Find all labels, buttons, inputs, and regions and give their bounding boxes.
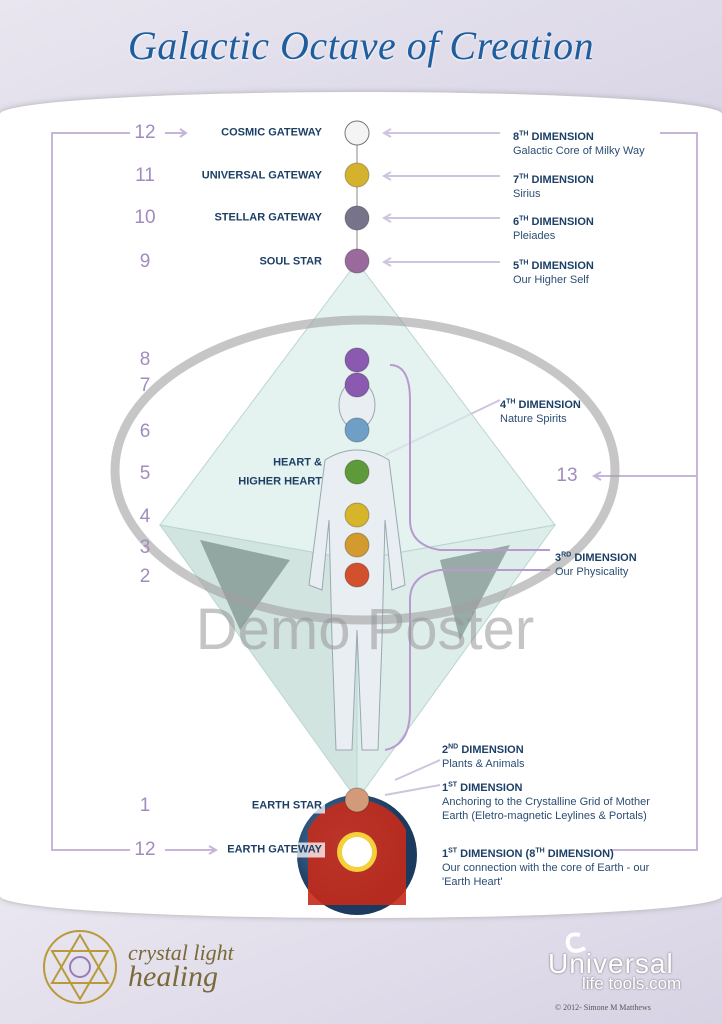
dimension-description: Nature Spirits — [500, 412, 567, 425]
left-bracket-line — [51, 132, 130, 851]
right-bracket-line — [610, 132, 698, 851]
chakra-sphere — [344, 502, 370, 528]
earth-globe — [297, 795, 417, 915]
universal-life-tools-brand: Universal life tools.com — [548, 948, 681, 994]
crystal-light-healing-logo — [43, 930, 117, 1004]
label-higher-heart: HIGHER HEART — [238, 475, 322, 488]
chakra-sphere — [344, 205, 370, 231]
human-figure — [308, 380, 406, 751]
chakra-sphere — [344, 120, 370, 146]
chakra-sphere — [344, 787, 370, 813]
brand-left-line1: crystal light — [128, 940, 234, 965]
chakra-sphere — [344, 372, 370, 398]
copyright: © 2012- Simone M Matthews — [555, 1003, 651, 1012]
chakra-sphere — [344, 459, 370, 485]
dimension-description: Plants & Animals — [442, 757, 525, 770]
universal-swirl-logo — [565, 932, 586, 953]
left-arrow-top — [165, 128, 188, 138]
crystal-light-healing-brand: crystal light healing — [128, 940, 234, 994]
label-earth-gateway: EARTH GATEWAY — [224, 842, 325, 858]
level-number: 11 — [135, 165, 155, 186]
dimension-description: Sirius — [513, 187, 541, 200]
chakra-sphere — [344, 532, 370, 558]
chakra-spheres — [344, 120, 370, 813]
level-number: 6 — [139, 421, 151, 442]
level-number: 3 — [139, 537, 151, 558]
chakra-sphere — [344, 162, 370, 188]
dimension-description: Our connection with the core of Earth - … — [442, 861, 650, 888]
brand-right-line2: life tools.com — [582, 974, 682, 993]
label-universal-gateway: UNIVERSAL GATEWAY — [198, 168, 325, 184]
watermark-text: Demo Poster — [195, 597, 535, 662]
level-number: 10 — [134, 207, 156, 228]
watermark-ellipse — [110, 315, 620, 625]
level-number: 8 — [139, 349, 151, 370]
poster-title: Galactic Octave of Creation — [127, 23, 595, 68]
chakra-sphere — [344, 347, 370, 373]
label-cosmic-gateway: COSMIC GATEWAY — [218, 125, 325, 141]
number-13: 13 — [556, 465, 578, 486]
level-number: 9 — [139, 251, 151, 272]
level-number: 7 — [139, 375, 151, 396]
dimension-description: Our Higher Self — [513, 273, 589, 286]
label-soul-star: SOUL STAR — [256, 254, 325, 270]
dimension-description: Pleiades — [513, 229, 556, 242]
connector-line-2 — [384, 569, 550, 751]
brand-left-line2: healing — [128, 960, 218, 993]
right-arrow-13 — [591, 471, 697, 481]
label-earth-star: EARTH STAR — [248, 798, 325, 814]
level-number: 1 — [139, 795, 151, 816]
connector-line — [389, 364, 550, 551]
level-number: 12 — [134, 839, 156, 860]
dimension-label: 1ST DIMENSION (8TH DIMENSION)Our connect… — [442, 844, 652, 889]
label-heart: HEART & — [273, 456, 322, 469]
brand-right-line1: Universal — [548, 948, 674, 979]
level-number: 5 — [139, 463, 151, 484]
chakra-sphere — [344, 248, 370, 274]
dimension-description: Anchoring to the Crystalline Grid of Mot… — [442, 795, 650, 822]
level-number: 12 — [134, 122, 156, 143]
level-number: 4 — [139, 506, 151, 527]
level-number: 2 — [139, 566, 151, 587]
chakra-sphere — [344, 417, 370, 443]
dimension-description: Galactic Core of Milky Way — [513, 144, 645, 157]
dimension-description: Our Physicality — [555, 565, 629, 578]
label-stellar-gateway: STELLAR GATEWAY — [211, 210, 325, 226]
left-arrow-bottom — [165, 845, 219, 855]
chakra-sphere — [344, 562, 370, 588]
